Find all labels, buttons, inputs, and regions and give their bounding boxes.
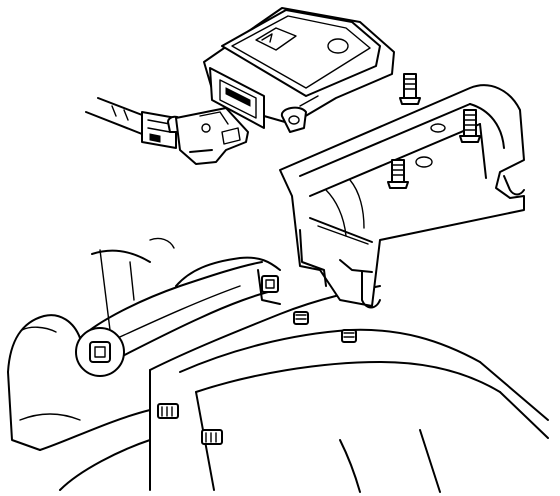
stud-4 (201, 429, 223, 445)
stud-2 (341, 329, 357, 343)
control-module (203, 7, 395, 133)
nut-center (261, 275, 279, 293)
floor-tunnel (7, 237, 549, 493)
bracket-stud-3 (387, 159, 409, 189)
bracket-stud-2 (459, 109, 481, 143)
stud-3 (157, 403, 179, 419)
floor-studs (157, 311, 357, 445)
harness-connector (85, 97, 249, 165)
direction-arrow-icon (255, 27, 297, 51)
stud-1 (293, 311, 309, 325)
nut-left (89, 341, 111, 363)
bracket-studs (387, 73, 481, 189)
bracket-stud-1 (399, 73, 421, 105)
mounting-bracket (279, 84, 525, 309)
